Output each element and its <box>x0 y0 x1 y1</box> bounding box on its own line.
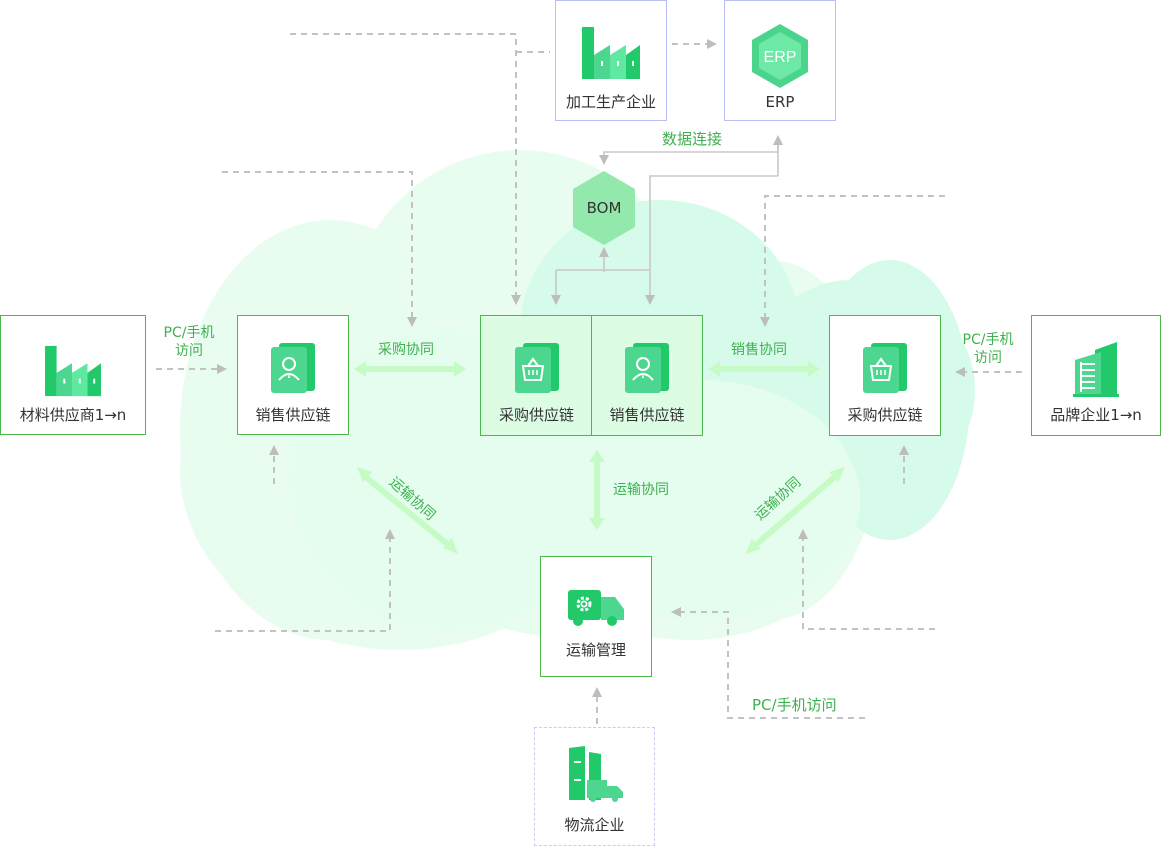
right-access-note: PC/手机 访问 <box>955 331 1021 367</box>
logistics-enterprise-label: 物流企业 <box>564 816 625 834</box>
building-icon <box>1073 342 1119 397</box>
right-purchase-chain-label: 采购供应链 <box>847 406 923 424</box>
dashed-link-top-center <box>290 33 521 305</box>
erp-node[interactable]: ERP ERP <box>724 0 836 121</box>
dashed-link-bottom-left <box>215 529 395 632</box>
material-supplier-node[interactable]: 材料供应商1→n <box>0 315 146 435</box>
center-sales-chain-label: 销售供应链 <box>609 406 685 424</box>
bottom-access-label: PC/手机访问 <box>752 696 837 714</box>
transport-management-node[interactable]: 运输管理 <box>540 556 652 677</box>
right-purchase-chain-node[interactable]: 采购供应链 <box>829 315 941 436</box>
right-access-line2: 访问 <box>974 350 1002 366</box>
left-access-line1: PC/手机 <box>163 325 215 341</box>
left-access-note: PC/手机 访问 <box>156 324 222 360</box>
left-access-line2: 访问 <box>175 343 203 359</box>
left-sales-chain-label: 销售供应链 <box>255 406 331 424</box>
dashed-link-bottom-right <box>798 529 935 630</box>
user-card-icon <box>625 343 669 393</box>
erp-badge-text: ERP <box>764 49 797 66</box>
left-sales-chain-node[interactable]: 销售供应链 <box>237 315 349 435</box>
right-access-line1: PC/手机 <box>962 332 1014 348</box>
factory-icon <box>582 27 640 79</box>
material-supplier-label: 材料供应商1→n <box>19 406 127 424</box>
data-link-erp-up <box>645 175 778 305</box>
logistics-enterprise-node[interactable]: 物流企业 <box>534 727 655 846</box>
basket-card-icon <box>514 343 559 393</box>
erp-label: ERP <box>765 93 795 111</box>
processing-enterprise-label: 加工生产企业 <box>565 93 656 111</box>
dashed-link-top-right <box>760 195 945 327</box>
erp-hexagon-icon: ERP <box>752 24 808 88</box>
bom-hexagon-icon <box>573 171 635 245</box>
brand-enterprise-label: 品牌企业1→n <box>1050 406 1142 424</box>
dashed-link-top-left <box>222 171 417 327</box>
center-purchase-chain-node[interactable]: 采购供应链 <box>480 315 593 436</box>
processing-enterprise-node[interactable]: 加工生产企业 <box>555 0 667 121</box>
basket-card-icon <box>863 343 907 393</box>
bom-label: BOM <box>586 199 622 217</box>
transport-collab-right-arrow <box>745 467 845 554</box>
sales-collab-label: 销售协同 <box>731 342 787 358</box>
transport-collab-left-arrow <box>357 467 458 554</box>
user-card-icon <box>271 343 315 393</box>
data-connection-label: 数据连接 <box>662 130 723 148</box>
truck-gear-icon <box>568 590 624 626</box>
bom-node[interactable]: BOM <box>571 170 637 246</box>
sales-collab-arrow <box>708 361 820 377</box>
transport-management-label: 运输管理 <box>565 641 626 659</box>
factory-icon <box>45 345 101 397</box>
center-purchase-chain-label: 采购供应链 <box>498 406 574 424</box>
dashed-link-bottom-access <box>671 607 865 719</box>
brand-enterprise-node[interactable]: 品牌企业1→n <box>1031 315 1161 436</box>
purchase-collab-label: 采购协同 <box>378 342 434 358</box>
purchase-collab-arrow <box>354 361 466 377</box>
transport-collab-center-label: 运输协同 <box>613 482 669 498</box>
center-sales-chain-node[interactable]: 销售供应链 <box>591 315 703 436</box>
logistics-icon <box>568 746 623 802</box>
transport-collab-center-arrow <box>589 450 605 530</box>
